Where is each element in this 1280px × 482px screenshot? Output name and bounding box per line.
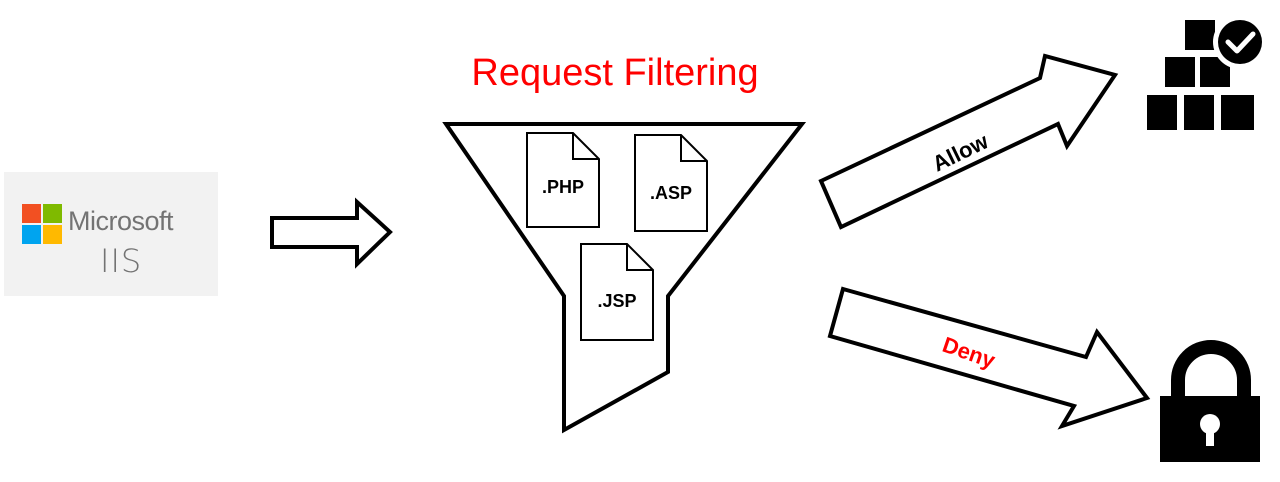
- request-filtering-title: Request Filtering: [471, 52, 759, 94]
- php-file-label: .PHP: [542, 177, 584, 197]
- microsoft-iis-logo: Microsoft IIS: [4, 172, 218, 296]
- deny-arrow: [827, 286, 1151, 430]
- iis-wordmark: IIS: [100, 242, 143, 280]
- asp-file-label: .ASP: [650, 183, 692, 203]
- padlock-icon: [1160, 340, 1260, 462]
- allow-arrow: [818, 53, 1119, 230]
- php-file-icon: [526, 132, 600, 228]
- jsp-file-icon: [580, 243, 654, 341]
- input-arrow: [270, 197, 393, 269]
- jsp-file-label: .JSP: [597, 291, 636, 311]
- microsoft-wordmark: Microsoft: [68, 206, 174, 236]
- asp-file-icon: [634, 134, 708, 232]
- microsoft-windows-icon: [22, 204, 62, 244]
- boxes-check-icon: [1147, 15, 1267, 130]
